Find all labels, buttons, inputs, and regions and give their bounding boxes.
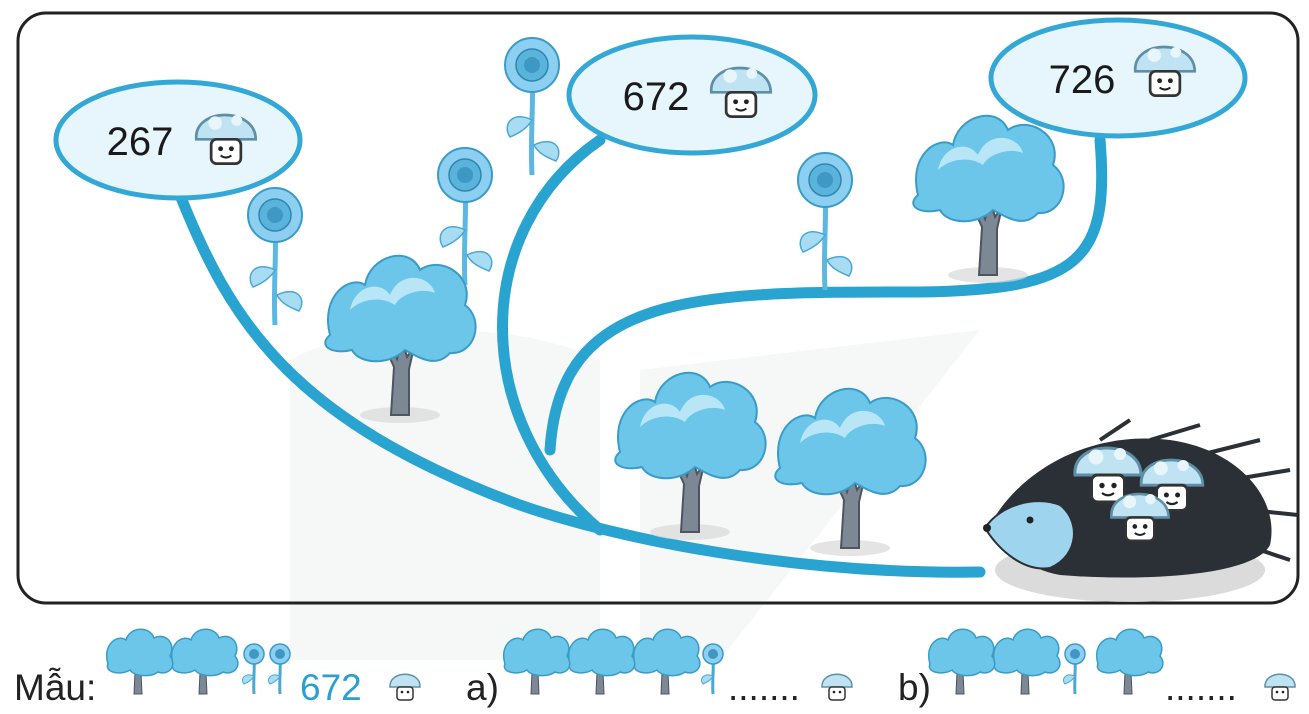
sunflower-icon [505, 38, 559, 175]
sunflower-icon [240, 642, 266, 696]
path-to-672 [497, 134, 606, 536]
scene-frame [16, 11, 1300, 605]
bubble-number: 672 [623, 75, 690, 119]
tree-icon [912, 114, 1065, 284]
tree-icon [502, 628, 571, 695]
tree-icon [105, 628, 174, 695]
number-bubble-3: 726 [988, 17, 1248, 139]
sunflower-icon [248, 188, 302, 325]
tree-icon [992, 628, 1061, 695]
tree-icon [170, 628, 239, 695]
tree-icon [1095, 628, 1164, 695]
part-b-label: b) [898, 667, 931, 708]
sample-number: 672 [300, 667, 362, 708]
part-a-label: a) [466, 667, 499, 708]
part-a-blank: ....... [728, 667, 800, 708]
bubble-number: 726 [1049, 58, 1116, 102]
tree-icon [567, 628, 636, 695]
tree-icon [927, 628, 996, 695]
bubble-number: 267 [107, 120, 174, 164]
sunflower-icon [438, 148, 492, 285]
legend-row: Mẫu: 672 a) ....... b) ....... [14, 628, 1296, 708]
sunflower-icon [1061, 642, 1087, 696]
mushroom-icon [821, 673, 853, 701]
mushroom-icon [1264, 673, 1296, 701]
sunflower-icon [798, 153, 852, 290]
hedgehog-icon [983, 418, 1299, 602]
tree-icon [632, 628, 701, 695]
path-to-267 [174, 189, 986, 578]
sunflower-icon [699, 642, 725, 696]
path-to-726 [544, 134, 1108, 456]
path-lines [174, 134, 1108, 578]
number-bubble-1: 267 [53, 79, 303, 201]
mushroom-icon [389, 673, 421, 701]
sunflower-icon [266, 642, 292, 696]
number-bubble-2: 672 [566, 34, 818, 156]
sample-label: Mẫu: [14, 667, 96, 708]
part-b-blank: ....... [1165, 667, 1237, 708]
